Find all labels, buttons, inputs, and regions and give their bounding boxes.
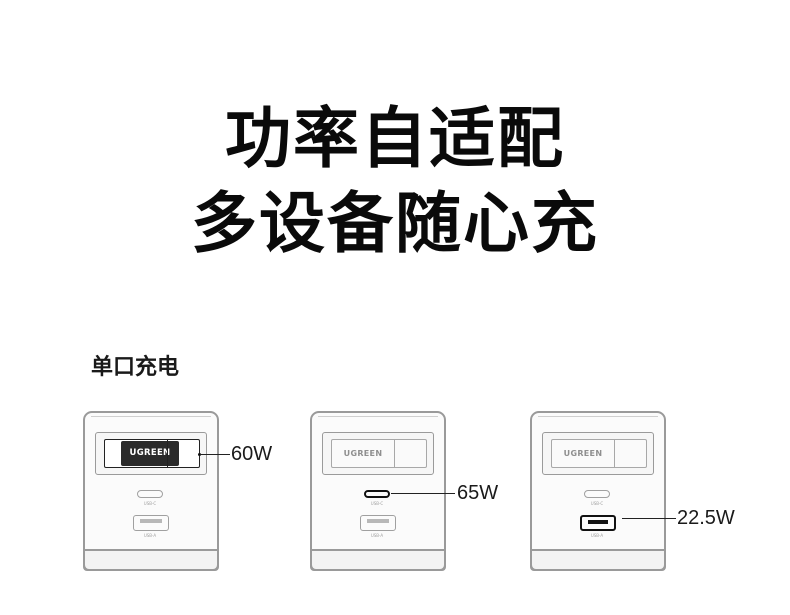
brand-logo: UGREEN bbox=[343, 449, 383, 458]
power-label-2: 65W bbox=[457, 482, 499, 504]
usb-c-port-label: USB-C bbox=[590, 501, 604, 506]
brand-logo: UGREEN bbox=[121, 441, 179, 466]
charger-device-2: UGREEN USB-C USB-A bbox=[310, 411, 446, 571]
usb-a-port bbox=[580, 515, 616, 531]
usb-c-port bbox=[364, 490, 390, 498]
headline-line-2: 多设备随心充 bbox=[191, 185, 599, 262]
plug-module: UGREEN bbox=[551, 439, 647, 468]
section-title: 单口充电 bbox=[91, 355, 180, 380]
plug-panel: UGREEN bbox=[542, 432, 654, 475]
usb-c-port bbox=[584, 490, 610, 498]
callout-line-3 bbox=[622, 518, 676, 519]
callout-dot-1 bbox=[198, 453, 201, 456]
usb-a-port-label: USB-A bbox=[370, 533, 384, 538]
plug-module: UGREEN bbox=[331, 439, 427, 468]
plug-panel: UGREEN bbox=[322, 432, 434, 475]
charger-device-3: UGREEN USB-C USB-A bbox=[530, 411, 666, 571]
usb-a-port-label: USB-A bbox=[143, 533, 157, 538]
power-label-1: 60W bbox=[231, 443, 273, 465]
usb-a-port-label: USB-A bbox=[590, 533, 604, 538]
charger-base bbox=[530, 549, 666, 571]
brand-logo: UGREEN bbox=[563, 449, 603, 458]
usb-a-port bbox=[133, 515, 169, 531]
charger-base bbox=[83, 549, 219, 571]
callout-line-2 bbox=[391, 493, 455, 494]
usb-c-port-label: USB-C bbox=[370, 501, 384, 506]
power-label-3: 22.5W bbox=[677, 507, 735, 529]
headline-line-1: 功率自适配 bbox=[225, 100, 565, 177]
usb-a-port bbox=[360, 515, 396, 531]
charger-base bbox=[310, 549, 446, 571]
plug-module: UGREEN bbox=[104, 439, 200, 468]
callout-line-1 bbox=[200, 454, 230, 455]
usb-c-port bbox=[137, 490, 163, 498]
usb-c-port-label: USB-C bbox=[143, 501, 157, 506]
charger-device-1: UGREEN USB-C USB-A bbox=[83, 411, 219, 571]
plug-panel: UGREEN bbox=[95, 432, 207, 475]
